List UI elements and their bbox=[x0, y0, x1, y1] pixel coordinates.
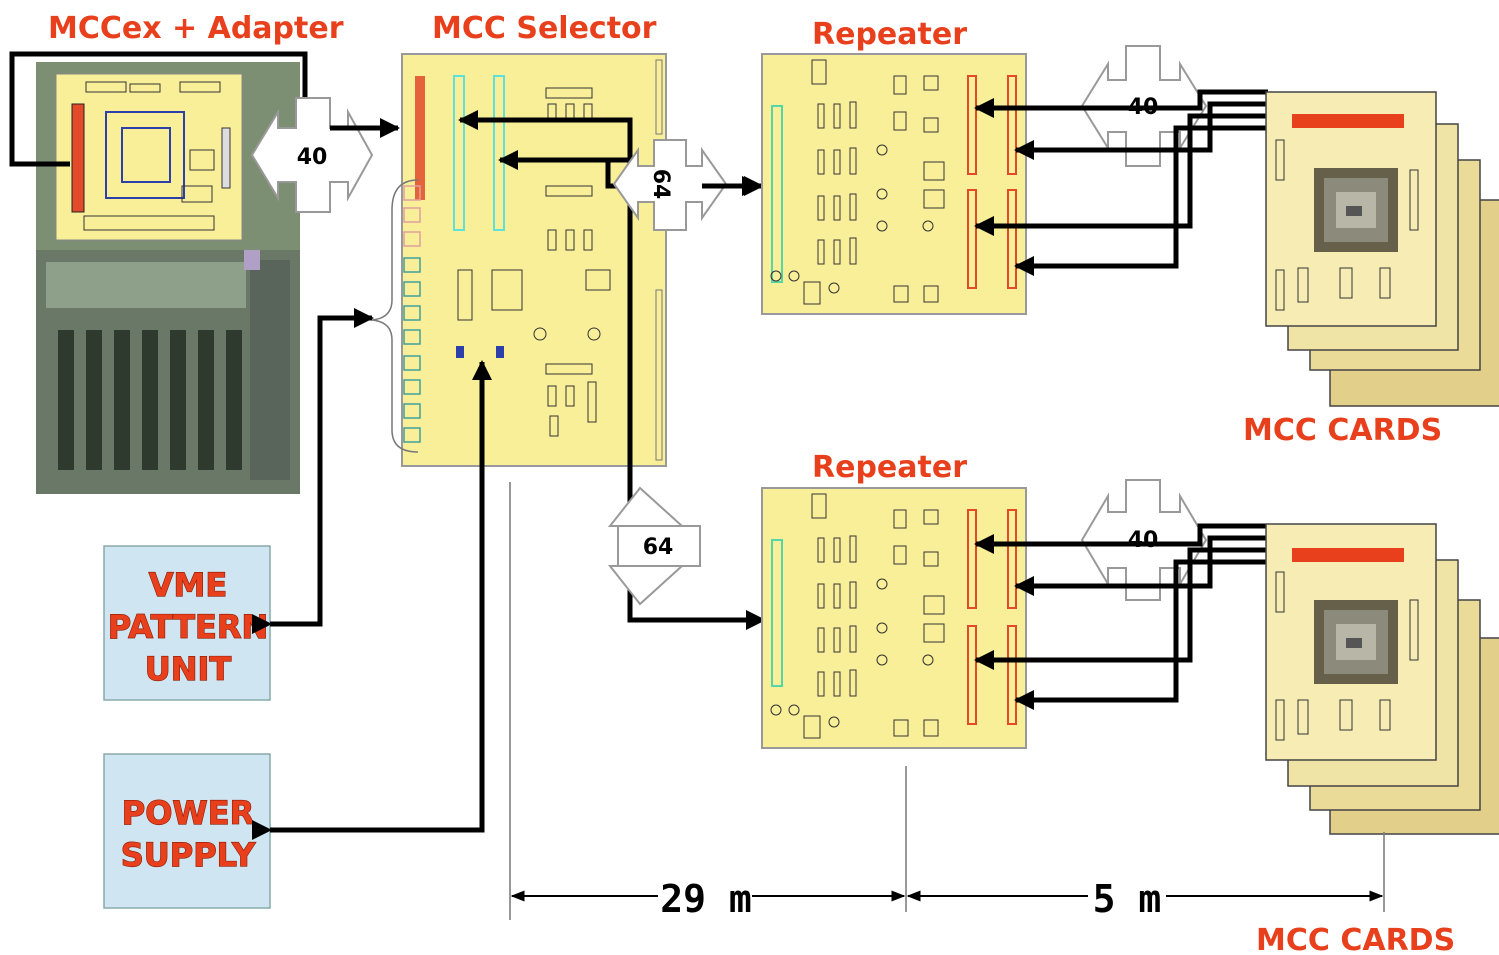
distance-5m-label: 5 m bbox=[1093, 877, 1162, 921]
bus-64-bottom: 64 bbox=[610, 488, 700, 604]
mccex-adapter-title: MCCex + Adapter bbox=[48, 11, 344, 46]
mcc-card-stack-top bbox=[1266, 92, 1499, 406]
distance-29m-label: 29 m bbox=[660, 877, 752, 921]
bus-40-adapter-label: 40 bbox=[297, 145, 328, 170]
mcc-card-stack-bottom bbox=[1266, 524, 1499, 834]
bus-40-bottom-label: 40 bbox=[1128, 528, 1159, 553]
power-line-1: POWER bbox=[122, 794, 254, 832]
vme-line-3: UNIT bbox=[145, 650, 232, 688]
adapter-board bbox=[56, 74, 242, 240]
vme-line-1: VME bbox=[149, 566, 227, 604]
mcc-cards-bottom-title: MCC CARDS bbox=[1256, 923, 1455, 955]
distance-29m: 29 m bbox=[512, 877, 904, 921]
repeater-bottom-board bbox=[762, 488, 1026, 748]
power-line-2: SUPPLY bbox=[121, 836, 256, 874]
mcc-cards-top-title: MCC CARDS bbox=[1243, 413, 1442, 448]
vme-pattern-unit-box: VME PATTERN UNIT bbox=[104, 546, 270, 700]
bus-64-top-label: 64 bbox=[648, 169, 673, 200]
repeater-bottom-title: Repeater bbox=[812, 450, 967, 485]
repeater-top-title: Repeater bbox=[812, 17, 967, 52]
bus-64-bottom-label: 64 bbox=[643, 535, 674, 560]
bus-40-bottom: 40 bbox=[1082, 480, 1206, 600]
power-supply-box: POWER SUPPLY bbox=[104, 754, 270, 908]
mcc-selector-title: MCC Selector bbox=[432, 11, 657, 46]
vme-line-2: PATTERN bbox=[108, 608, 268, 646]
distance-5m: 5 m bbox=[908, 877, 1382, 921]
mcc-selector-board bbox=[402, 54, 666, 466]
repeater-top-board bbox=[762, 54, 1026, 314]
